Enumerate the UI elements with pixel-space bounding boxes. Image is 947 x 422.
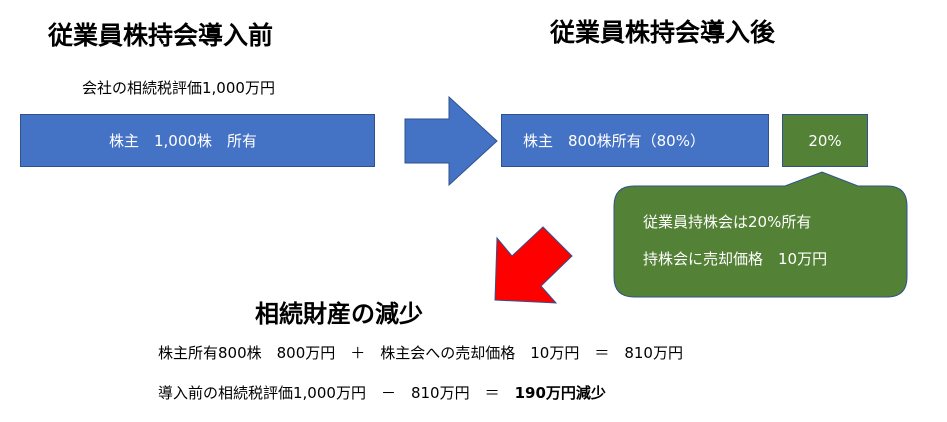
callout-line2: 持株会に売却価格 10万円 (643, 250, 828, 268)
before-title: 従業員株持会導入前 (48, 21, 274, 50)
result-line2: 導入前の相続税評価1,000万円 － 810万円 ＝ 190万円減少 (158, 382, 606, 403)
valuation-label: 会社の相続税評価1,000万円 (82, 79, 275, 97)
before-shareholder-text: 株主 1,000株 所有 (109, 132, 257, 150)
result-decrease: 190万円減少 (514, 384, 606, 402)
callout-bubble (613, 171, 908, 298)
before-shareholder-box: 株主 1,000株 所有 (20, 114, 375, 167)
callout-line1: 従業員持株会は20%所有 (643, 213, 812, 231)
result-title: 相続財産の減少 (255, 300, 423, 328)
result-line1: 株主所有800株 800万円 ＋ 株主会への売却価格 10万円 ＝ 810万円 (158, 344, 683, 362)
after-title: 従業員株持会導入後 (550, 18, 776, 47)
association-share-text: 20% (808, 131, 842, 150)
after-shareholder-text: 株主 800株所有（80%） (523, 132, 705, 150)
association-box: 20% (782, 114, 868, 167)
down-left-arrow-icon (494, 226, 573, 304)
result-line2-prefix: 導入前の相続税評価1,000万円 － 810万円 ＝ (158, 384, 515, 402)
right-arrow-icon (404, 95, 498, 187)
after-shareholder-box: 株主 800株所有（80%） (501, 114, 769, 167)
